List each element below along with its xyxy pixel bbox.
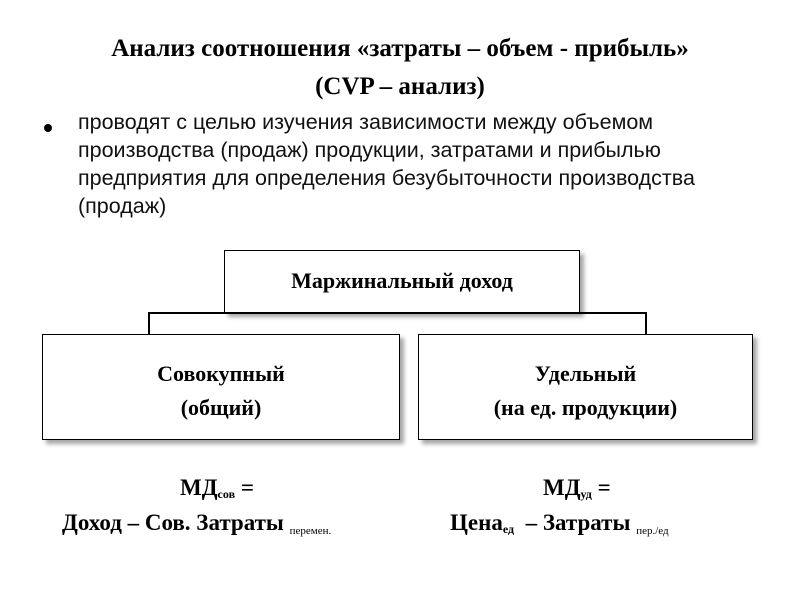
unit-box: Удельный (на ед. продукции) [418,334,753,440]
formula-unit-price-sub: ед [502,522,515,536]
formula-unit-rhs: Ценаед – Затраты пер./ед [450,510,669,537]
total-box: Совокупный (общий) [42,334,400,440]
formula-total-md-sub: сов [217,487,236,501]
marginal-income-box: Маржинальный доход [224,250,580,313]
formula-unit-costs-sub: пер./ед [636,525,669,537]
formula-unit-md: МД [543,475,581,500]
formula-total-expression-sub: перемен. [289,525,332,537]
formula-total-md: МД [180,475,218,500]
unit-box-line-1: Удельный [534,361,637,386]
connector-right-vertical [645,312,647,334]
formula-unit-price: Цена [450,510,503,535]
total-box-line-2: (общий) [180,395,262,420]
connector-left-vertical [148,312,150,334]
bullet-text: проводят с целью изучения зависимости ме… [78,110,695,218]
formula-total-lhs: МДсов = [180,475,254,502]
marginal-income-label: Маржинальный доход [291,268,513,293]
title-line-2: (CVP – анализ) [315,73,485,100]
formula-unit-costs: – Затраты [514,510,637,535]
formula-total-expression: Доход – Сов. Затраты [62,510,290,535]
formula-unit-md-sub: уд [580,487,592,501]
formula-unit-eq: = [591,475,611,500]
formula-unit-lhs: МДуд = [543,475,611,502]
title-line-1: Анализ соотношения «затраты – объем - пр… [111,35,689,62]
total-box-line-1: Совокупный [157,361,285,386]
slide-title: Анализ соотношения «затраты – объем - пр… [0,30,800,106]
bullet-dot-icon [44,124,52,132]
unit-box-line-2: (на ед. продукции) [493,395,678,420]
formula-total-rhs: Доход – Сов. Затраты перемен. [62,510,331,537]
formula-total-eq: = [235,475,254,500]
